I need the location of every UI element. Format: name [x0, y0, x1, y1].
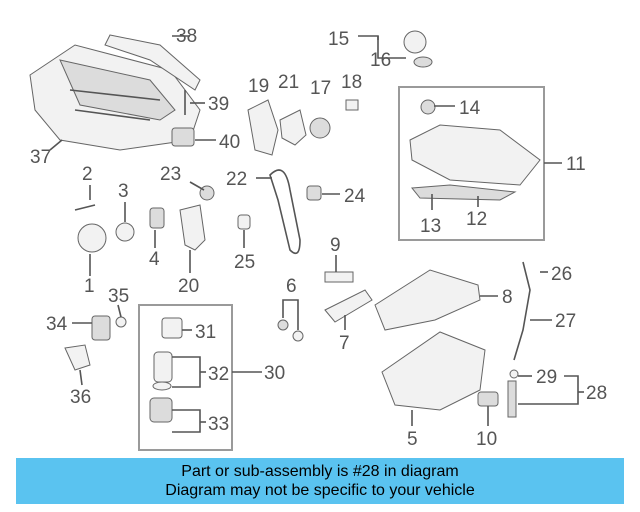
valve-cover-drawing	[409, 124, 541, 186]
bolt-2-drawing	[74, 204, 96, 211]
bracket-20-drawing	[179, 204, 206, 251]
callout-33: 33	[208, 414, 229, 435]
callout-36: 36	[70, 387, 91, 408]
callout-40: 40	[219, 132, 240, 153]
sensor-9-drawing	[324, 271, 354, 283]
callout-27: 27	[555, 311, 576, 332]
callout-32: 32	[208, 364, 229, 385]
callout-14: 14	[459, 98, 481, 119]
oil-filter-housing-drawing	[149, 397, 173, 423]
dipstick-drawing	[513, 261, 531, 361]
callout-5: 5	[407, 429, 418, 450]
callout-39: 39	[208, 94, 229, 115]
part-4-drawing	[149, 207, 165, 229]
tensioner-drawing	[279, 109, 307, 146]
callout-2: 2	[82, 164, 93, 185]
callout-20: 20	[178, 276, 199, 297]
callout-13: 13	[420, 216, 441, 237]
oil-filter-seal-drawing	[152, 381, 172, 391]
callout-25: 25	[234, 252, 255, 273]
callout-30: 30	[264, 363, 285, 384]
callout-11: 11	[566, 154, 586, 175]
info-banner: Part or sub-assembly is #28 in diagram D…	[16, 458, 624, 504]
callout-17: 17	[310, 78, 331, 99]
seal-29-drawing	[509, 369, 519, 379]
callout-18: 18	[341, 72, 362, 93]
callout-24: 24	[344, 186, 366, 207]
callout-4: 4	[149, 249, 160, 270]
sensor-7-drawing	[324, 289, 373, 323]
part-25-drawing	[237, 214, 251, 230]
callout-35: 35	[108, 286, 129, 307]
callout-10: 10	[476, 429, 497, 450]
callout-12: 12	[466, 209, 487, 230]
callout-7: 7	[339, 333, 350, 354]
tube-28-drawing	[507, 380, 517, 418]
crank-pulley-drawing	[77, 223, 107, 253]
filler-cap-drawing	[403, 30, 427, 54]
intake-manifold-drawing	[29, 44, 201, 151]
callout-3: 3	[118, 181, 129, 202]
callout-26: 26	[551, 264, 572, 285]
callout-28: 28	[586, 383, 607, 404]
valve-cover-gasket-drawing	[411, 184, 517, 201]
banner-line-2: Diagram may not be specific to your vehi…	[165, 482, 475, 499]
callout-21: 21	[278, 72, 299, 93]
callout-16: 16	[370, 50, 391, 71]
sprocket-drawing	[309, 117, 331, 139]
bracket-18-drawing	[345, 99, 359, 111]
callout-37: 37	[30, 147, 51, 168]
manifold-gasket-drawing	[104, 34, 201, 91]
sensor-6a-drawing	[277, 319, 289, 331]
oil-filter-box	[138, 304, 233, 451]
banner-line-1: Part or sub-assembly is #28 in diagram	[181, 463, 459, 480]
idler-24-drawing	[306, 185, 322, 201]
callout-15: 15	[328, 29, 349, 50]
callout-29: 29	[536, 367, 557, 388]
sensor-drawing	[171, 127, 195, 147]
callout-9: 9	[330, 235, 341, 256]
parts-diagram: 1 2 3 4 5 6 7 8 9 10 11 12 13 14 15 16 1…	[29, 26, 607, 451]
pulley-3-drawing	[115, 222, 135, 242]
callout-22: 22	[226, 169, 247, 190]
cap-seal-drawing	[413, 56, 433, 68]
oil-filter-cap-drawing	[161, 317, 183, 339]
seal-14-drawing	[420, 99, 436, 115]
part-35-drawing	[115, 316, 127, 328]
callout-19: 19	[248, 76, 269, 97]
callout-8: 8	[502, 287, 513, 308]
mount-34-drawing	[91, 315, 111, 341]
timing-cover-drawing	[247, 99, 279, 156]
callout-31: 31	[195, 322, 216, 343]
leader-lines	[49, 35, 584, 433]
oil-filter-element-drawing	[153, 351, 173, 383]
callout-38: 38	[176, 26, 197, 47]
oil-pan-drawing	[381, 331, 486, 411]
callout-labels: 1 2 3 4 5 6 7 8 9 10 11 12 13 14 15 16 1…	[30, 26, 607, 450]
callout-23: 23	[160, 164, 181, 185]
oil-pan-baffle-drawing	[374, 269, 481, 331]
callout-1: 1	[84, 276, 95, 297]
callout-34: 34	[46, 314, 68, 335]
oil-level-sensor-drawing	[477, 391, 499, 407]
bracket-36-drawing	[64, 344, 91, 371]
timing-belt-drawing	[269, 169, 301, 255]
callout-6: 6	[286, 276, 297, 297]
seal-6b-drawing	[292, 330, 304, 342]
